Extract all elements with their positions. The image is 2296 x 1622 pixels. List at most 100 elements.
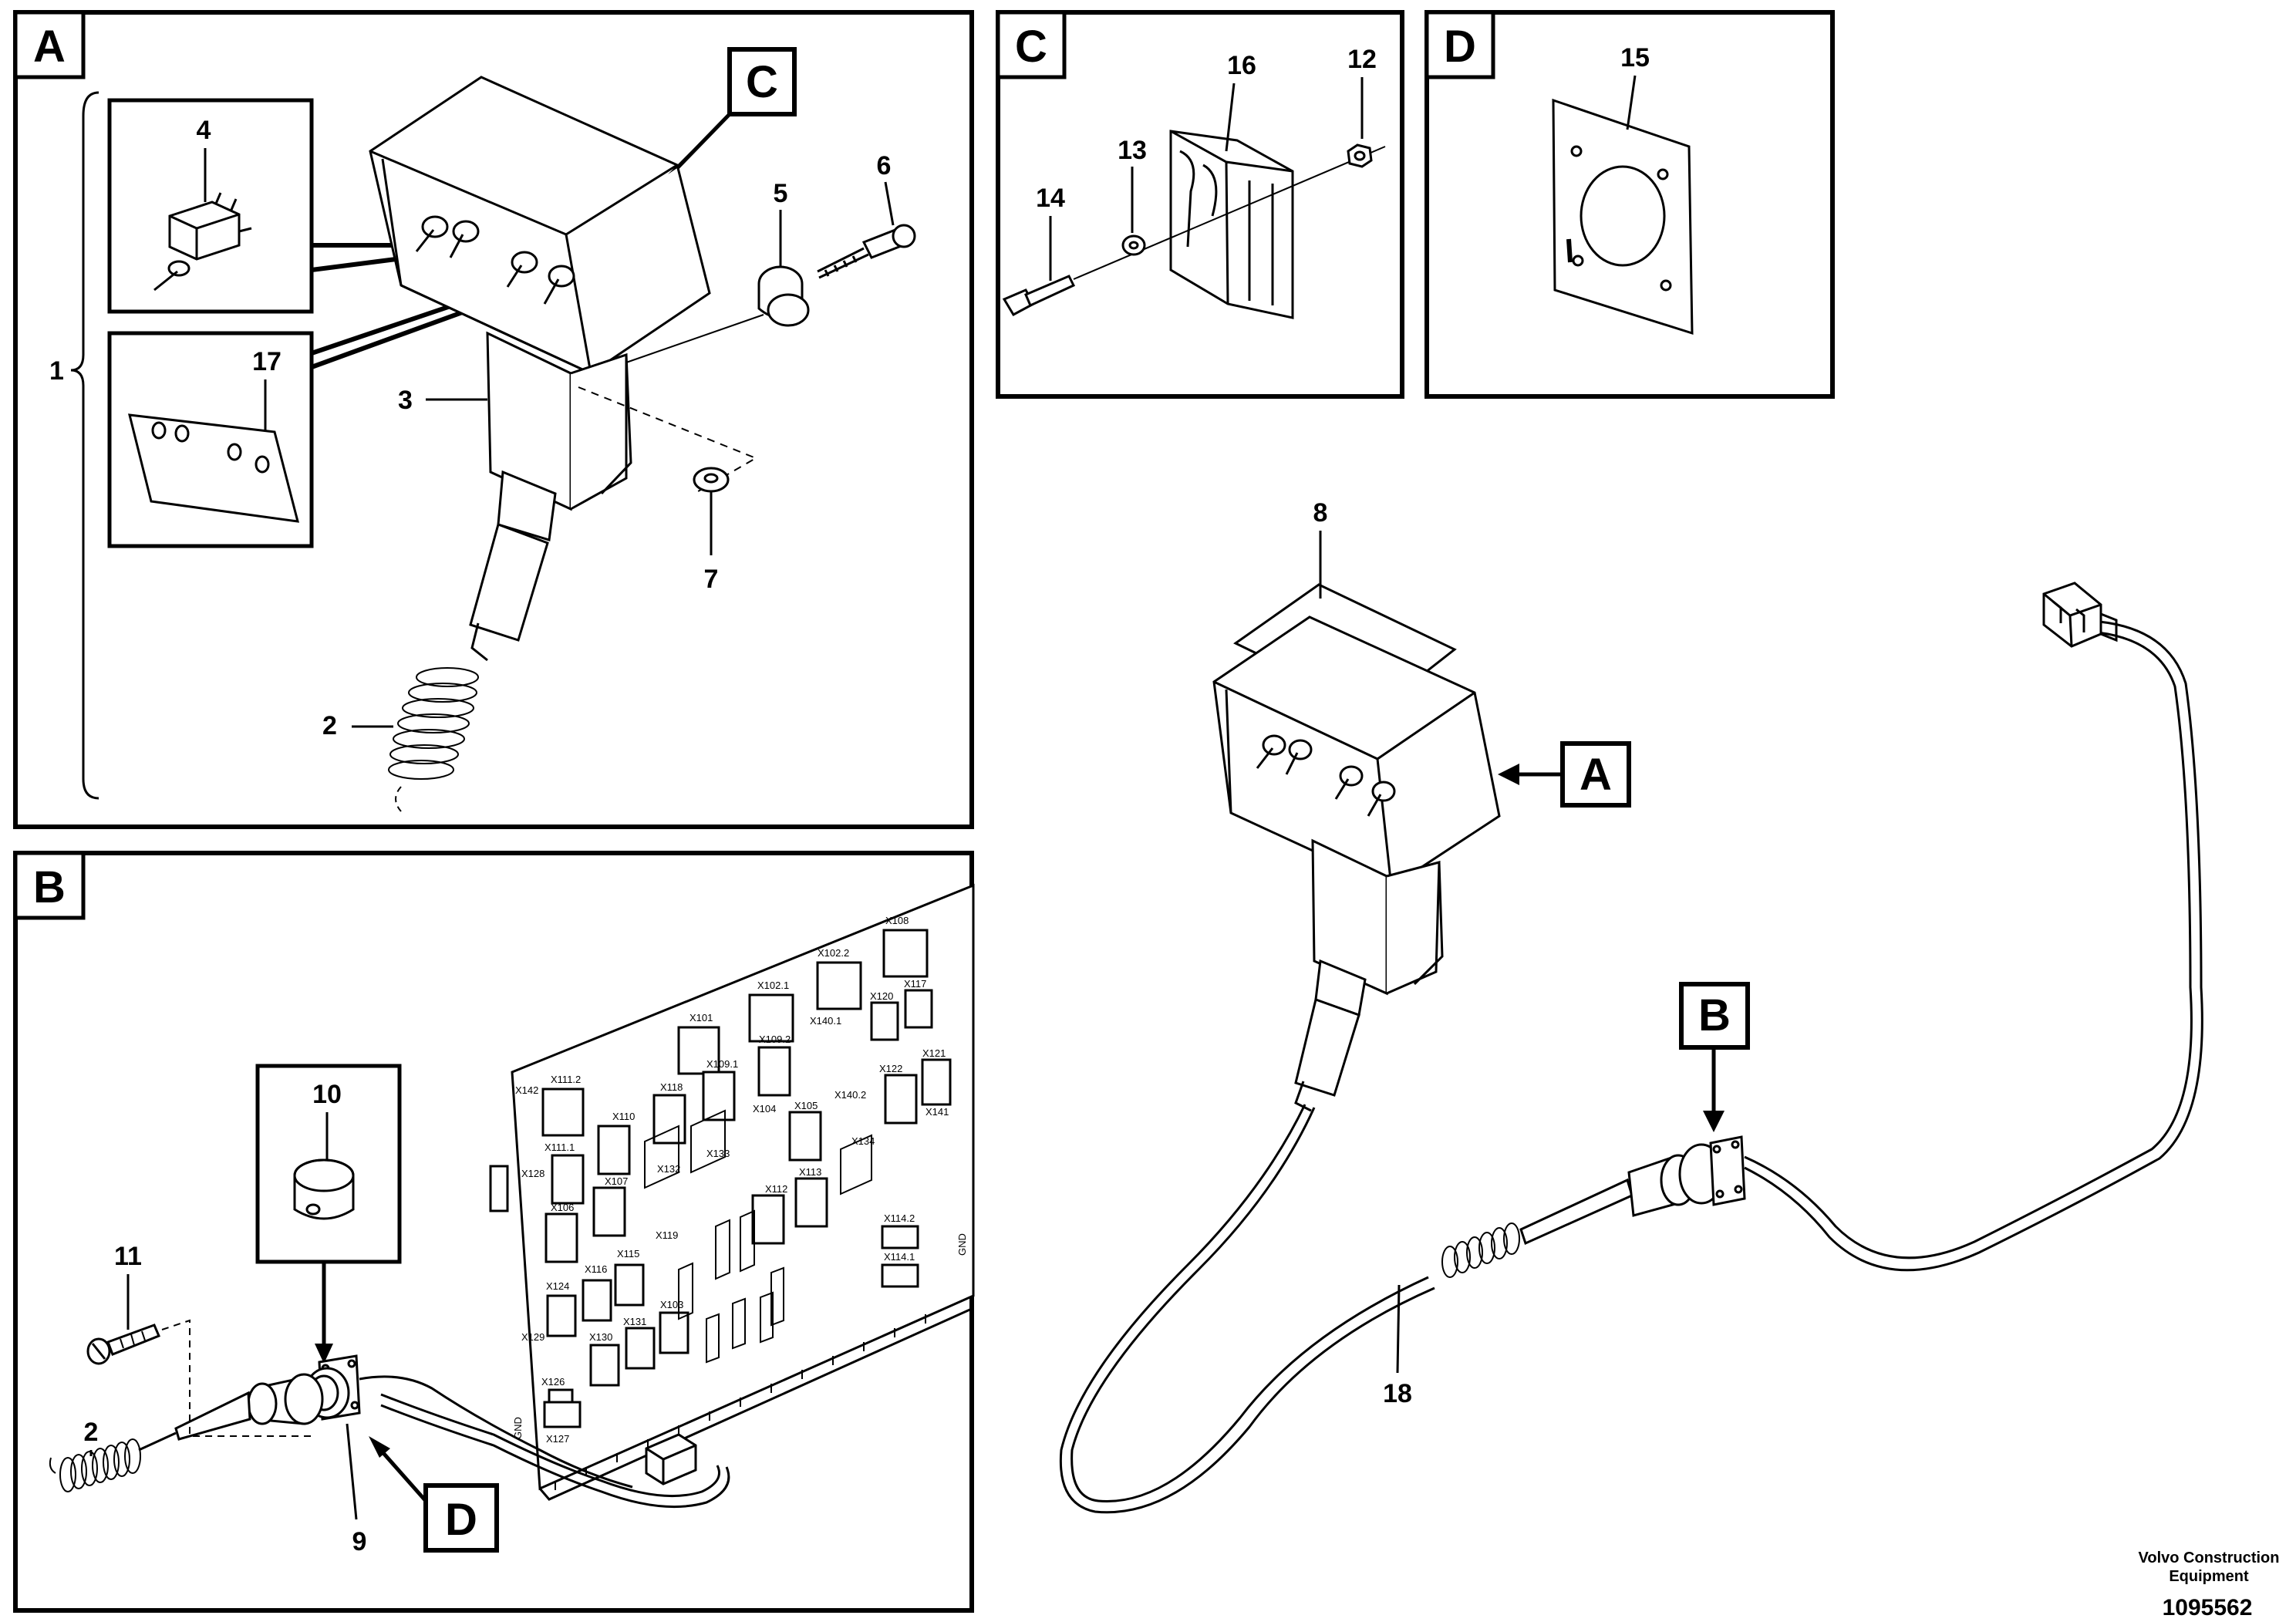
svg-text:GND: GND: [956, 1233, 968, 1256]
part-number-17: 17: [252, 347, 282, 376]
leader-9: [346, 1423, 358, 1520]
part-number-6: 6: [877, 151, 892, 180]
cap-10-drawing: [293, 1158, 355, 1220]
company-name-line-2: Equipment: [2169, 1568, 2249, 1585]
svg-text:X126: X126: [541, 1376, 565, 1388]
svg-text:X127: X127: [546, 1433, 569, 1445]
callout-a-label: A: [1580, 750, 1612, 800]
svg-text:X134: X134: [851, 1135, 875, 1147]
part-number-12: 12: [1347, 45, 1377, 74]
svg-text:X108: X108: [885, 915, 909, 926]
part-number-2-view-b: 2: [84, 1418, 99, 1447]
part-number-9: 9: [352, 1527, 367, 1556]
svg-text:GND: GND: [512, 1417, 524, 1439]
svg-text:X140.1: X140.1: [810, 1015, 841, 1027]
svg-text:X119: X119: [656, 1229, 678, 1241]
part-number-14: 14: [1036, 184, 1065, 213]
view-c-frame: [996, 10, 1404, 399]
view-a-frame: [13, 10, 974, 829]
main-assembly-view: 8 A: [1059, 498, 2203, 1514]
view-b-label: B: [33, 862, 66, 912]
callout-c-label: C: [746, 57, 778, 107]
svg-text:X132: X132: [657, 1163, 680, 1175]
svg-text:X107: X107: [605, 1175, 628, 1187]
nut-7-drawing: [693, 467, 730, 493]
control-box-main-drawing: [1212, 615, 1501, 1112]
view-d-panel: D 15: [1424, 10, 1835, 399]
svg-text:X101: X101: [689, 1012, 713, 1023]
knob-5-drawing: [757, 265, 810, 327]
svg-text:X114.1: X114.1: [884, 1251, 915, 1263]
washer-13-drawing: [1121, 234, 1146, 256]
part-number-11: 11: [114, 1242, 142, 1271]
svg-text:X104: X104: [753, 1103, 776, 1114]
screw-6-drawing: [817, 224, 916, 279]
svg-text:X114.2: X114.2: [884, 1212, 915, 1224]
svg-text:X102.2: X102.2: [818, 947, 849, 959]
view-a-label-box: [13, 10, 86, 79]
company-name-line-1: Volvo Construction: [2139, 1549, 2280, 1566]
svg-text:X109.1: X109.1: [706, 1058, 738, 1070]
bolt-14-drawing: [1002, 275, 1076, 316]
coiled-cable-drawing: [388, 667, 479, 812]
svg-text:X121: X121: [922, 1047, 946, 1059]
svg-text:X111.1: X111.1: [544, 1141, 575, 1153]
bracket-16-drawing: [1169, 130, 1294, 319]
callout-d-box: [423, 1483, 499, 1553]
part-number-18: 18: [1383, 1379, 1412, 1408]
callout-c-box: [727, 47, 797, 116]
view-d-label: D: [1444, 22, 1476, 72]
view-a-label: A: [33, 22, 66, 72]
svg-text:X128: X128: [521, 1168, 544, 1179]
callout-d-label: D: [445, 1495, 477, 1545]
svg-text:X120: X120: [870, 990, 893, 1002]
coiled-cable-main-drawing: [1441, 1222, 1520, 1278]
svg-text:X133: X133: [706, 1148, 730, 1159]
svg-text:X142: X142: [515, 1084, 538, 1096]
svg-text:X129: X129: [521, 1331, 544, 1343]
board-connectors: [541, 929, 952, 1428]
callout-b-box: [1679, 982, 1750, 1050]
part-number-2: 2: [322, 711, 337, 740]
svg-text:X116: X116: [585, 1263, 607, 1275]
coiled-cable-b-drawing: [49, 1438, 141, 1492]
drawing-number: 1095562: [2163, 1595, 2253, 1620]
svg-text:X113: X113: [799, 1166, 821, 1178]
label-plate-drawing: [128, 413, 300, 523]
board-connector-labels: X142 X111.2 X101 X102.1 X102.2 X108 X140…: [512, 915, 968, 1445]
view-b-panel: B: [13, 851, 975, 1613]
nut-12-drawing: [1347, 143, 1373, 168]
leader-6: [884, 181, 895, 226]
part-number-7: 7: [704, 565, 719, 594]
cab-connector-drawing: [2042, 582, 2118, 648]
svg-text:X115: X115: [617, 1248, 639, 1259]
leader-18: [1396, 1284, 1401, 1374]
part-number-16: 16: [1227, 51, 1256, 80]
svg-text:X118: X118: [660, 1081, 683, 1093]
leader-15: [1626, 75, 1637, 130]
part-number-5: 5: [774, 179, 788, 208]
view-d-frame: [1424, 10, 1835, 399]
svg-text:X124: X124: [546, 1280, 569, 1292]
svg-text:X112: X112: [765, 1183, 787, 1195]
part-number-15: 15: [1620, 43, 1650, 73]
svg-text:X140.2: X140.2: [834, 1089, 866, 1101]
svg-text:X122: X122: [879, 1063, 902, 1074]
footer: Volvo Construction Equipment 1095562: [2139, 1549, 2280, 1620]
svg-text:X111.2: X111.2: [551, 1074, 581, 1085]
cable-plug-drawing: [138, 1373, 324, 1452]
part-number-3: 3: [398, 386, 413, 415]
plug-socket-main-drawing: [1519, 1135, 1746, 1246]
callout-b-label: B: [1698, 990, 1731, 1040]
view-c-panel: C 16 14 13 12: [996, 10, 1404, 399]
assembly-brace: [70, 91, 99, 800]
svg-text:X131: X131: [623, 1316, 646, 1327]
svg-text:X117: X117: [904, 978, 926, 990]
screw-11-drawing: [86, 1324, 160, 1365]
svg-text:X109.2: X109.2: [759, 1034, 791, 1045]
part-number-10: 10: [312, 1080, 342, 1109]
control-box-drawing: [369, 76, 711, 662]
gasket-15-drawing: [1552, 98, 1694, 336]
part-number-4: 4: [197, 116, 211, 145]
